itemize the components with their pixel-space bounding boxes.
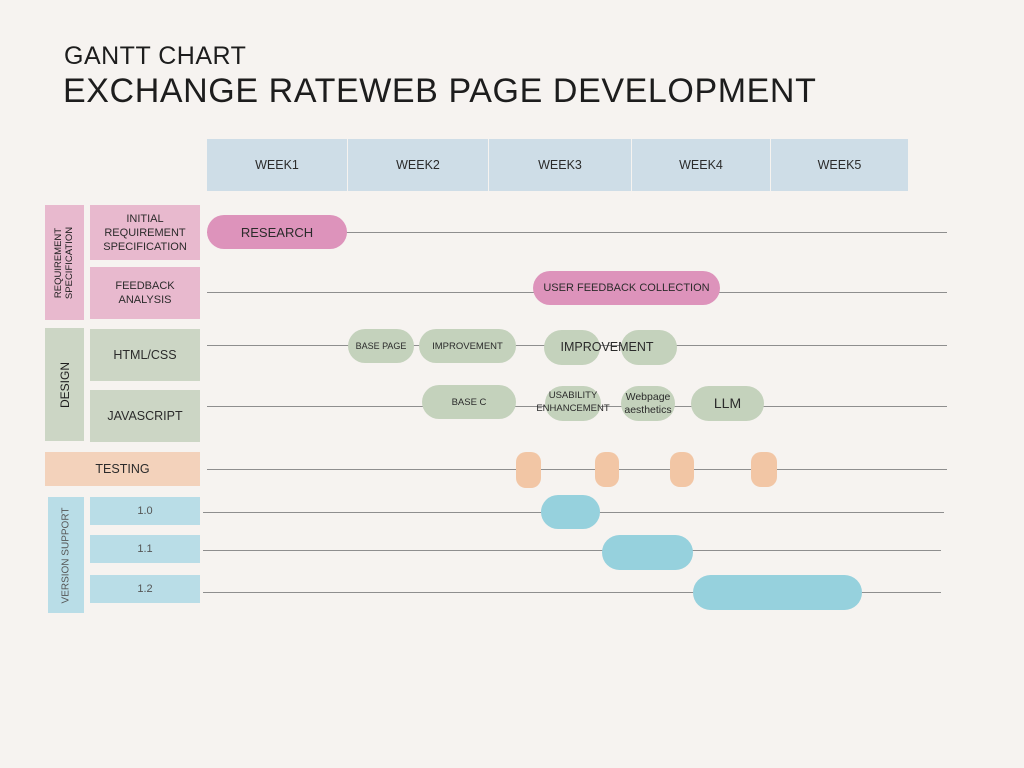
task-bar-testing-3 <box>670 452 694 487</box>
row-label-html-css: HTML/CSS <box>90 329 200 381</box>
group-requirement-label: REQUIREMENT SPECIFICATION <box>53 226 76 299</box>
week-header-2: WEEK2 <box>348 139 488 191</box>
week-header-3: WEEK3 <box>489 139 631 191</box>
week-header-5: WEEK5 <box>771 139 908 191</box>
group-version-support: VERSION SUPPORT <box>48 497 84 613</box>
row-label-javascript: JAVASCRIPT <box>90 390 200 442</box>
group-requirement-specification: REQUIREMENT SPECIFICATION <box>45 205 84 320</box>
week-header-1: WEEK1 <box>207 139 347 191</box>
task-bar-base-c: BASE C <box>422 385 516 419</box>
task-bar-improvement-2b <box>621 330 677 365</box>
task-bar-usability <box>545 386 601 421</box>
task-bar-research: RESEARCH <box>207 215 347 249</box>
task-bar-testing-1 <box>516 452 541 488</box>
chart-title: GANTT CHART <box>64 42 247 70</box>
row-label-version-1-1: 1.1 <box>90 535 200 563</box>
task-bar-testing-4 <box>751 452 777 487</box>
row-label-version-1-0: 1.0 <box>90 497 200 525</box>
row-label-testing: TESTING <box>45 452 200 486</box>
task-label-improvement-2: IMPROVEMENT <box>560 340 654 354</box>
row-label-feedback-analysis: FEEDBACK ANALYSIS <box>90 267 200 319</box>
task-bar-base-page: BASE PAGE <box>348 329 414 363</box>
task-bar-webpage-aesthetics: Webpage aesthetics <box>621 386 675 421</box>
task-bar-improvement-1: IMPROVEMENT <box>419 329 516 363</box>
timeline-line-testing <box>207 469 947 470</box>
chart-subtitle: EXCHANGE RATEWEB PAGE DEVELOPMENT <box>63 72 817 110</box>
week-header-4: WEEK4 <box>632 139 770 191</box>
timeline-line-version-1-1 <box>203 550 941 551</box>
task-label-usability-enhancement: USABILITY ENHANCEMENT <box>536 390 610 414</box>
row-label-version-1-2: 1.2 <box>90 575 200 603</box>
row-label-initial-requirement: INITIAL REQUIREMENT SPECIFICATION <box>90 205 200 260</box>
timeline-line-initial <box>207 232 947 233</box>
task-bar-version-1-2 <box>693 575 862 610</box>
group-design: DESIGN <box>45 328 84 441</box>
task-bar-version-1-0 <box>541 495 600 529</box>
task-bar-improvement-2a <box>544 330 600 365</box>
task-bar-version-1-1 <box>602 535 693 570</box>
group-design-label: DESIGN <box>57 361 72 408</box>
timeline-line-version-1-2 <box>203 592 941 593</box>
group-version-label: VERSION SUPPORT <box>60 507 72 603</box>
task-bar-testing-2 <box>595 452 619 487</box>
task-bar-llm: LLM <box>691 386 764 421</box>
task-bar-user-feedback-collection: USER FEEDBACK COLLECTION <box>533 271 720 305</box>
